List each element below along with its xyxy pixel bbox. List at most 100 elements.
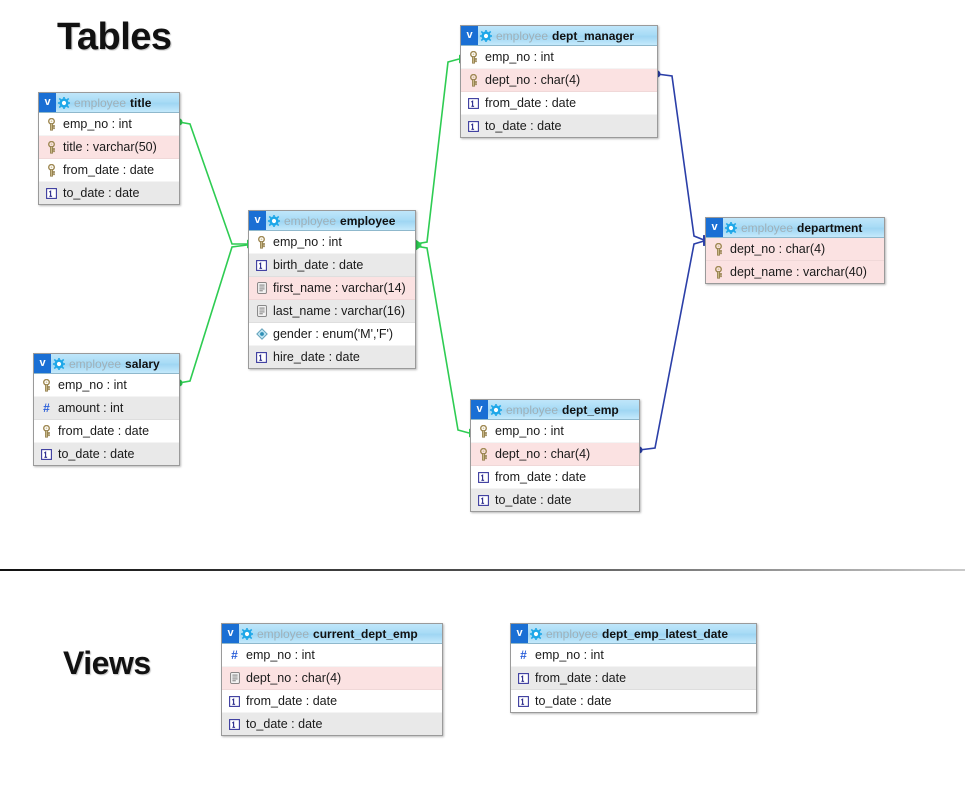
column-row[interactable]: from_date : date <box>471 466 639 489</box>
date-icon <box>227 694 242 708</box>
column-row[interactable]: dept_no : char(4) <box>471 443 639 466</box>
gear-icon <box>723 218 739 237</box>
column-row[interactable]: # emp_no : int <box>222 644 442 667</box>
column-row[interactable]: from_date : date <box>222 690 442 713</box>
column-row[interactable]: last_name : varchar(16) <box>249 300 415 323</box>
key-icon <box>466 73 481 87</box>
column-row[interactable]: from_date : date <box>34 420 179 443</box>
column-row[interactable]: #emp_no : int <box>511 644 756 667</box>
view-badge-icon: v <box>461 26 478 45</box>
entity-name-label: employee <box>340 213 396 228</box>
column-label: emp_no : int <box>485 50 554 64</box>
column-row[interactable]: from_date : date <box>511 667 756 690</box>
view-badge-icon: v <box>706 218 723 237</box>
column-row[interactable]: dept_no : char(4) <box>461 69 657 92</box>
column-row[interactable]: emp_no : int <box>249 231 415 254</box>
gear-icon <box>266 211 282 230</box>
key-icon <box>44 117 59 131</box>
entity-name-label: department <box>797 220 863 235</box>
column-row[interactable]: birth_date : date <box>249 254 415 277</box>
column-row[interactable]: to_date : date <box>222 713 442 735</box>
key-icon <box>466 50 481 64</box>
column-label: dept_name : varchar(40) <box>730 265 867 279</box>
column-label: emp_no : int <box>58 378 127 392</box>
column-label: gender : enum('M','F') <box>273 327 394 341</box>
entity-schema-label: employee <box>257 626 310 641</box>
hash-icon: # <box>231 648 238 662</box>
column-label: amount : int <box>58 401 124 415</box>
column-row[interactable]: from_date : date <box>461 92 657 115</box>
key-icon <box>711 242 726 256</box>
column-row[interactable]: to_date : date <box>461 115 657 137</box>
column-row[interactable]: emp_no : int <box>39 113 179 136</box>
column-label: emp_no : int <box>246 648 315 662</box>
column-row[interactable]: to_date : date <box>511 690 756 712</box>
hash-icon: # <box>43 401 50 415</box>
column-row[interactable]: dept_name : varchar(40) <box>706 261 884 283</box>
date-icon <box>476 493 491 507</box>
entity-schema-label: employee <box>506 402 559 417</box>
entity-schema-label: employee <box>284 213 337 228</box>
column-row[interactable]: # amount : int <box>34 397 179 420</box>
key-icon <box>44 163 59 177</box>
column-row[interactable]: dept_no : char(4) <box>222 667 442 690</box>
column-label: to_date : date <box>246 717 323 731</box>
column-label: to_date : date <box>535 694 612 708</box>
date-icon <box>516 671 531 685</box>
column-label: emp_no : int <box>273 235 342 249</box>
column-row[interactable]: emp_no : int <box>471 420 639 443</box>
column-row[interactable]: to_date : date <box>471 489 639 511</box>
date-icon <box>466 119 481 133</box>
column-row[interactable]: emp_no : int <box>461 46 657 69</box>
relationship-employee-dept_emp <box>414 241 470 434</box>
column-row[interactable]: hire_date : date <box>249 346 415 368</box>
column-row[interactable]: from_date : date <box>39 159 179 182</box>
column-row[interactable]: to_date : date <box>34 443 179 465</box>
column-row[interactable]: to_date : date <box>39 182 179 204</box>
relationship-salary-employee <box>175 244 248 387</box>
relationship-employee-dept_manager <box>414 58 460 249</box>
column-row[interactable]: title : varchar(50) <box>39 136 179 159</box>
gear-icon <box>56 93 72 112</box>
column-row[interactable]: first_name : varchar(14) <box>249 277 415 300</box>
entity-schema-label: employee <box>546 626 599 641</box>
column-row[interactable]: gender : enum('M','F') <box>249 323 415 346</box>
column-row[interactable]: emp_no : int <box>34 374 179 397</box>
view-badge-icon: v <box>39 93 56 112</box>
entity-name-label: dept_manager <box>552 28 635 43</box>
column-label: dept_no : char(4) <box>246 671 342 685</box>
column-label: to_date : date <box>495 493 572 507</box>
entity-schema-label: employee <box>74 95 127 110</box>
entity-schema-label: employee <box>69 356 122 371</box>
date-icon <box>227 717 242 731</box>
views-section-heading: Views <box>63 645 151 681</box>
column-label: dept_no : char(4) <box>495 447 591 461</box>
text-icon <box>254 281 269 295</box>
column-label: to_date : date <box>58 447 135 461</box>
date-icon <box>476 470 491 484</box>
view-badge-icon: v <box>471 400 488 419</box>
hash-icon: # <box>520 648 527 662</box>
column-label: emp_no : int <box>495 424 564 438</box>
entity-name-label: title <box>130 95 152 110</box>
gear-icon <box>478 26 494 45</box>
enum-icon <box>254 327 269 341</box>
gear-icon <box>51 354 67 373</box>
column-row[interactable]: dept_no : char(4) <box>706 238 884 261</box>
